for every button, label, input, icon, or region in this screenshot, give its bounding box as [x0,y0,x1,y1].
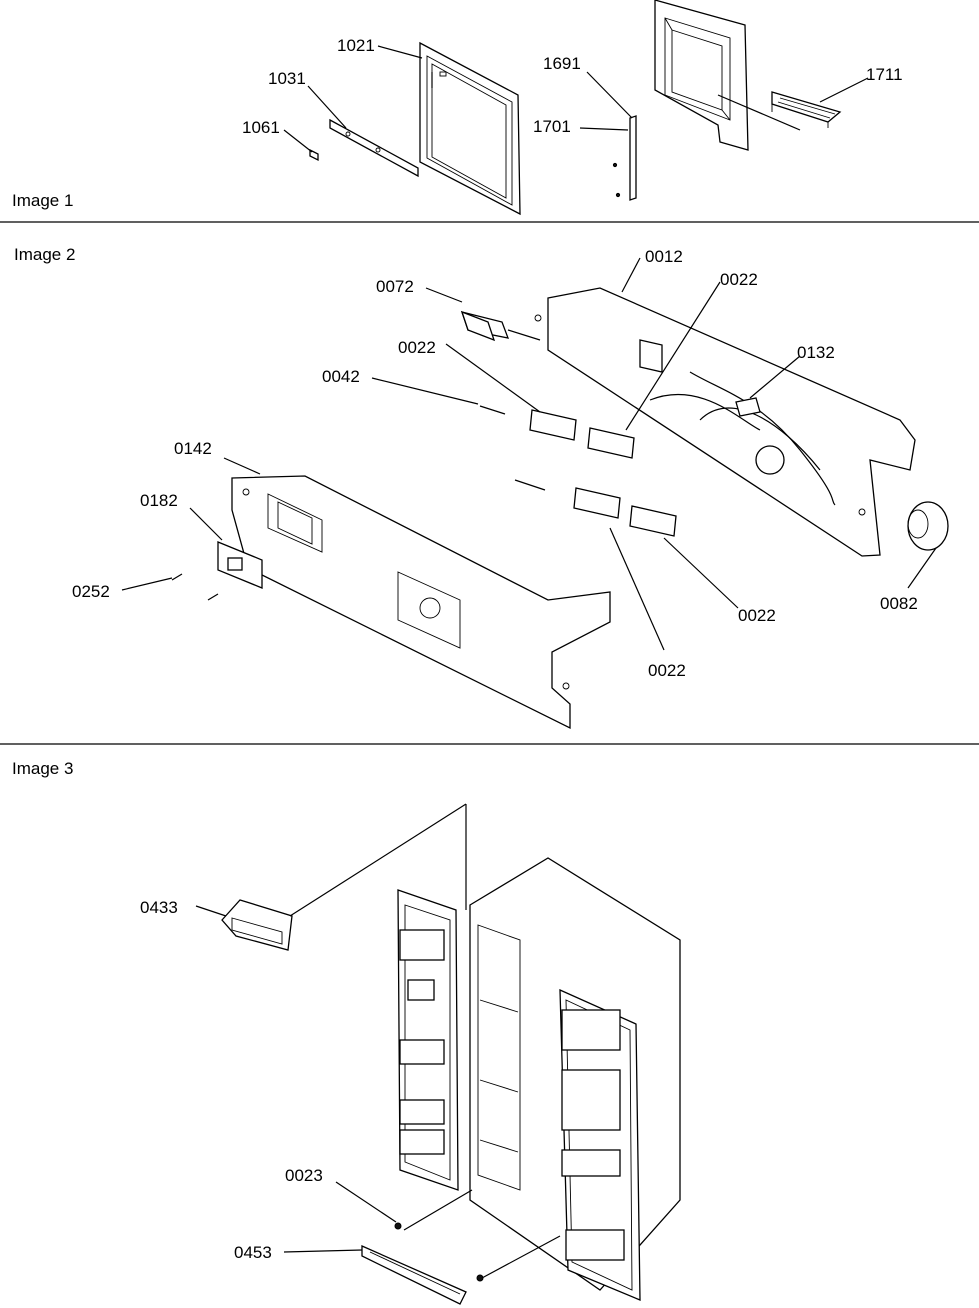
part-label-1031: 1031 [268,69,306,88]
section-title-image2: Image 2 [14,245,75,264]
section-title-image1: Image 1 [12,191,73,210]
part-label-0023: 0023 [285,1166,323,1185]
part-label-1691: 1691 [543,54,581,73]
image3-drawing [195,803,681,1305]
part-label-0012: 0012 [645,247,683,266]
part-label-0182: 0182 [140,491,178,510]
part-label-0042: 0042 [322,367,360,386]
part-label-0082: 0082 [880,594,918,613]
part-label-0022-b: 0022 [398,338,436,357]
section-title-image3: Image 3 [12,759,73,778]
part-label-0022-d: 0022 [738,606,776,625]
image1-drawing [283,0,869,216]
part-label-1061: 1061 [242,118,280,137]
part-label-0132: 0132 [797,343,835,362]
part-label-0022-c: 0022 [648,661,686,680]
part-label-0022-a: 0022 [720,270,758,289]
part-label-1021: 1021 [337,36,375,55]
part-label-0433: 0433 [140,898,178,917]
part-label-0252: 0252 [72,582,110,601]
part-label-0072: 0072 [376,277,414,296]
image2-drawing [121,257,949,730]
part-label-1701: 1701 [533,117,571,136]
part-label-0142: 0142 [174,439,212,458]
part-label-0453: 0453 [234,1243,272,1262]
part-label-1711: 1711 [866,65,903,84]
